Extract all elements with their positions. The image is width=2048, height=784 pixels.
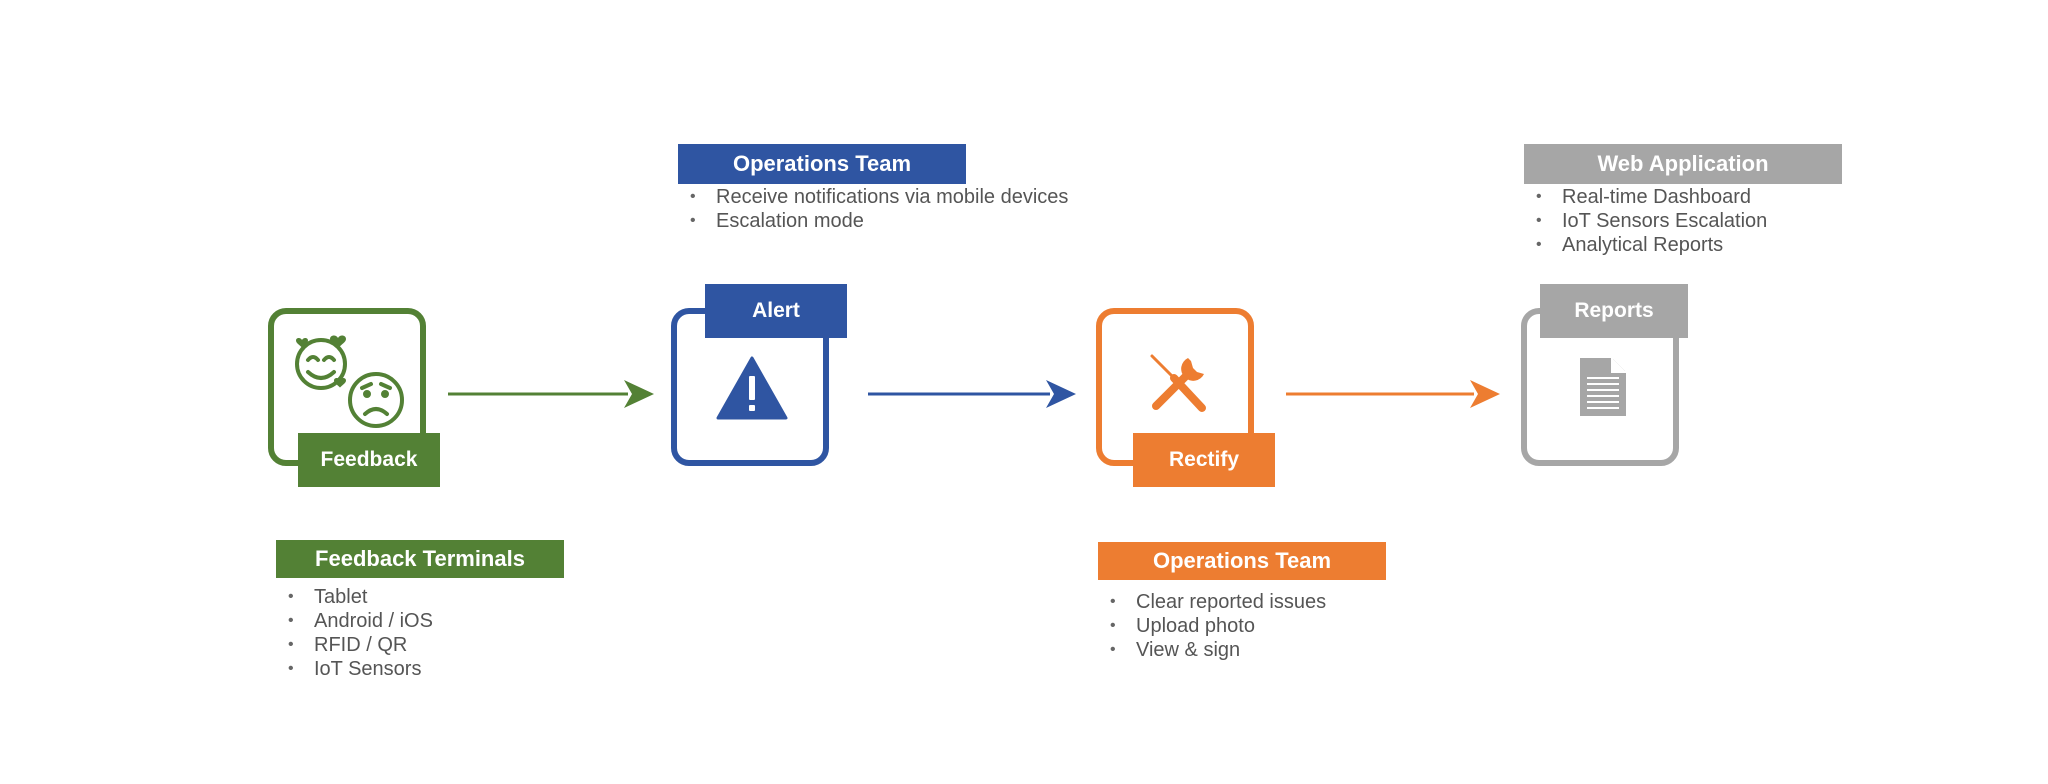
alert-team-title: Operations Team [678,144,966,184]
list-item: IoT Sensors [276,657,433,681]
rectify-team-list: Clear reported issues Upload photo View … [1098,590,1326,662]
list-item: View & sign [1098,638,1326,662]
arrow-feedback-to-alert [448,380,654,408]
web-application-title: Web Application [1524,144,1842,184]
rectify-label: Rectify [1133,433,1275,487]
happy-sad-faces-icon [295,335,404,428]
list-item: RFID / QR [276,633,433,657]
list-item: Android / iOS [276,609,433,633]
arrow-rectify-to-reports [1286,380,1500,408]
list-item: Clear reported issues [1098,590,1326,614]
feedback-terminals-title: Feedback Terminals [276,540,564,578]
list-item: Receive notifications via mobile devices [678,185,1068,209]
list-item: IoT Sensors Escalation [1524,209,1767,233]
web-application-list: Real-time Dashboard IoT Sensors Escalati… [1524,185,1767,257]
rectify-team-title: Operations Team [1098,542,1386,580]
feedback-terminals-list: Tablet Android / iOS RFID / QR IoT Senso… [276,585,433,681]
alert-team-list: Receive notifications via mobile devices… [678,185,1068,233]
arrow-alert-to-rectify [868,380,1076,408]
list-item: Real-time Dashboard [1524,185,1767,209]
list-item: Upload photo [1098,614,1326,638]
document-icon [1580,358,1626,416]
reports-label: Reports [1540,284,1688,338]
list-item: Escalation mode [678,209,1068,233]
wrench-screwdriver-icon [1150,354,1206,412]
warning-triangle-icon [716,356,788,420]
list-item: Tablet [276,585,433,609]
feedback-label: Feedback [298,433,440,487]
alert-label: Alert [705,284,847,338]
list-item: Analytical Reports [1524,233,1767,257]
